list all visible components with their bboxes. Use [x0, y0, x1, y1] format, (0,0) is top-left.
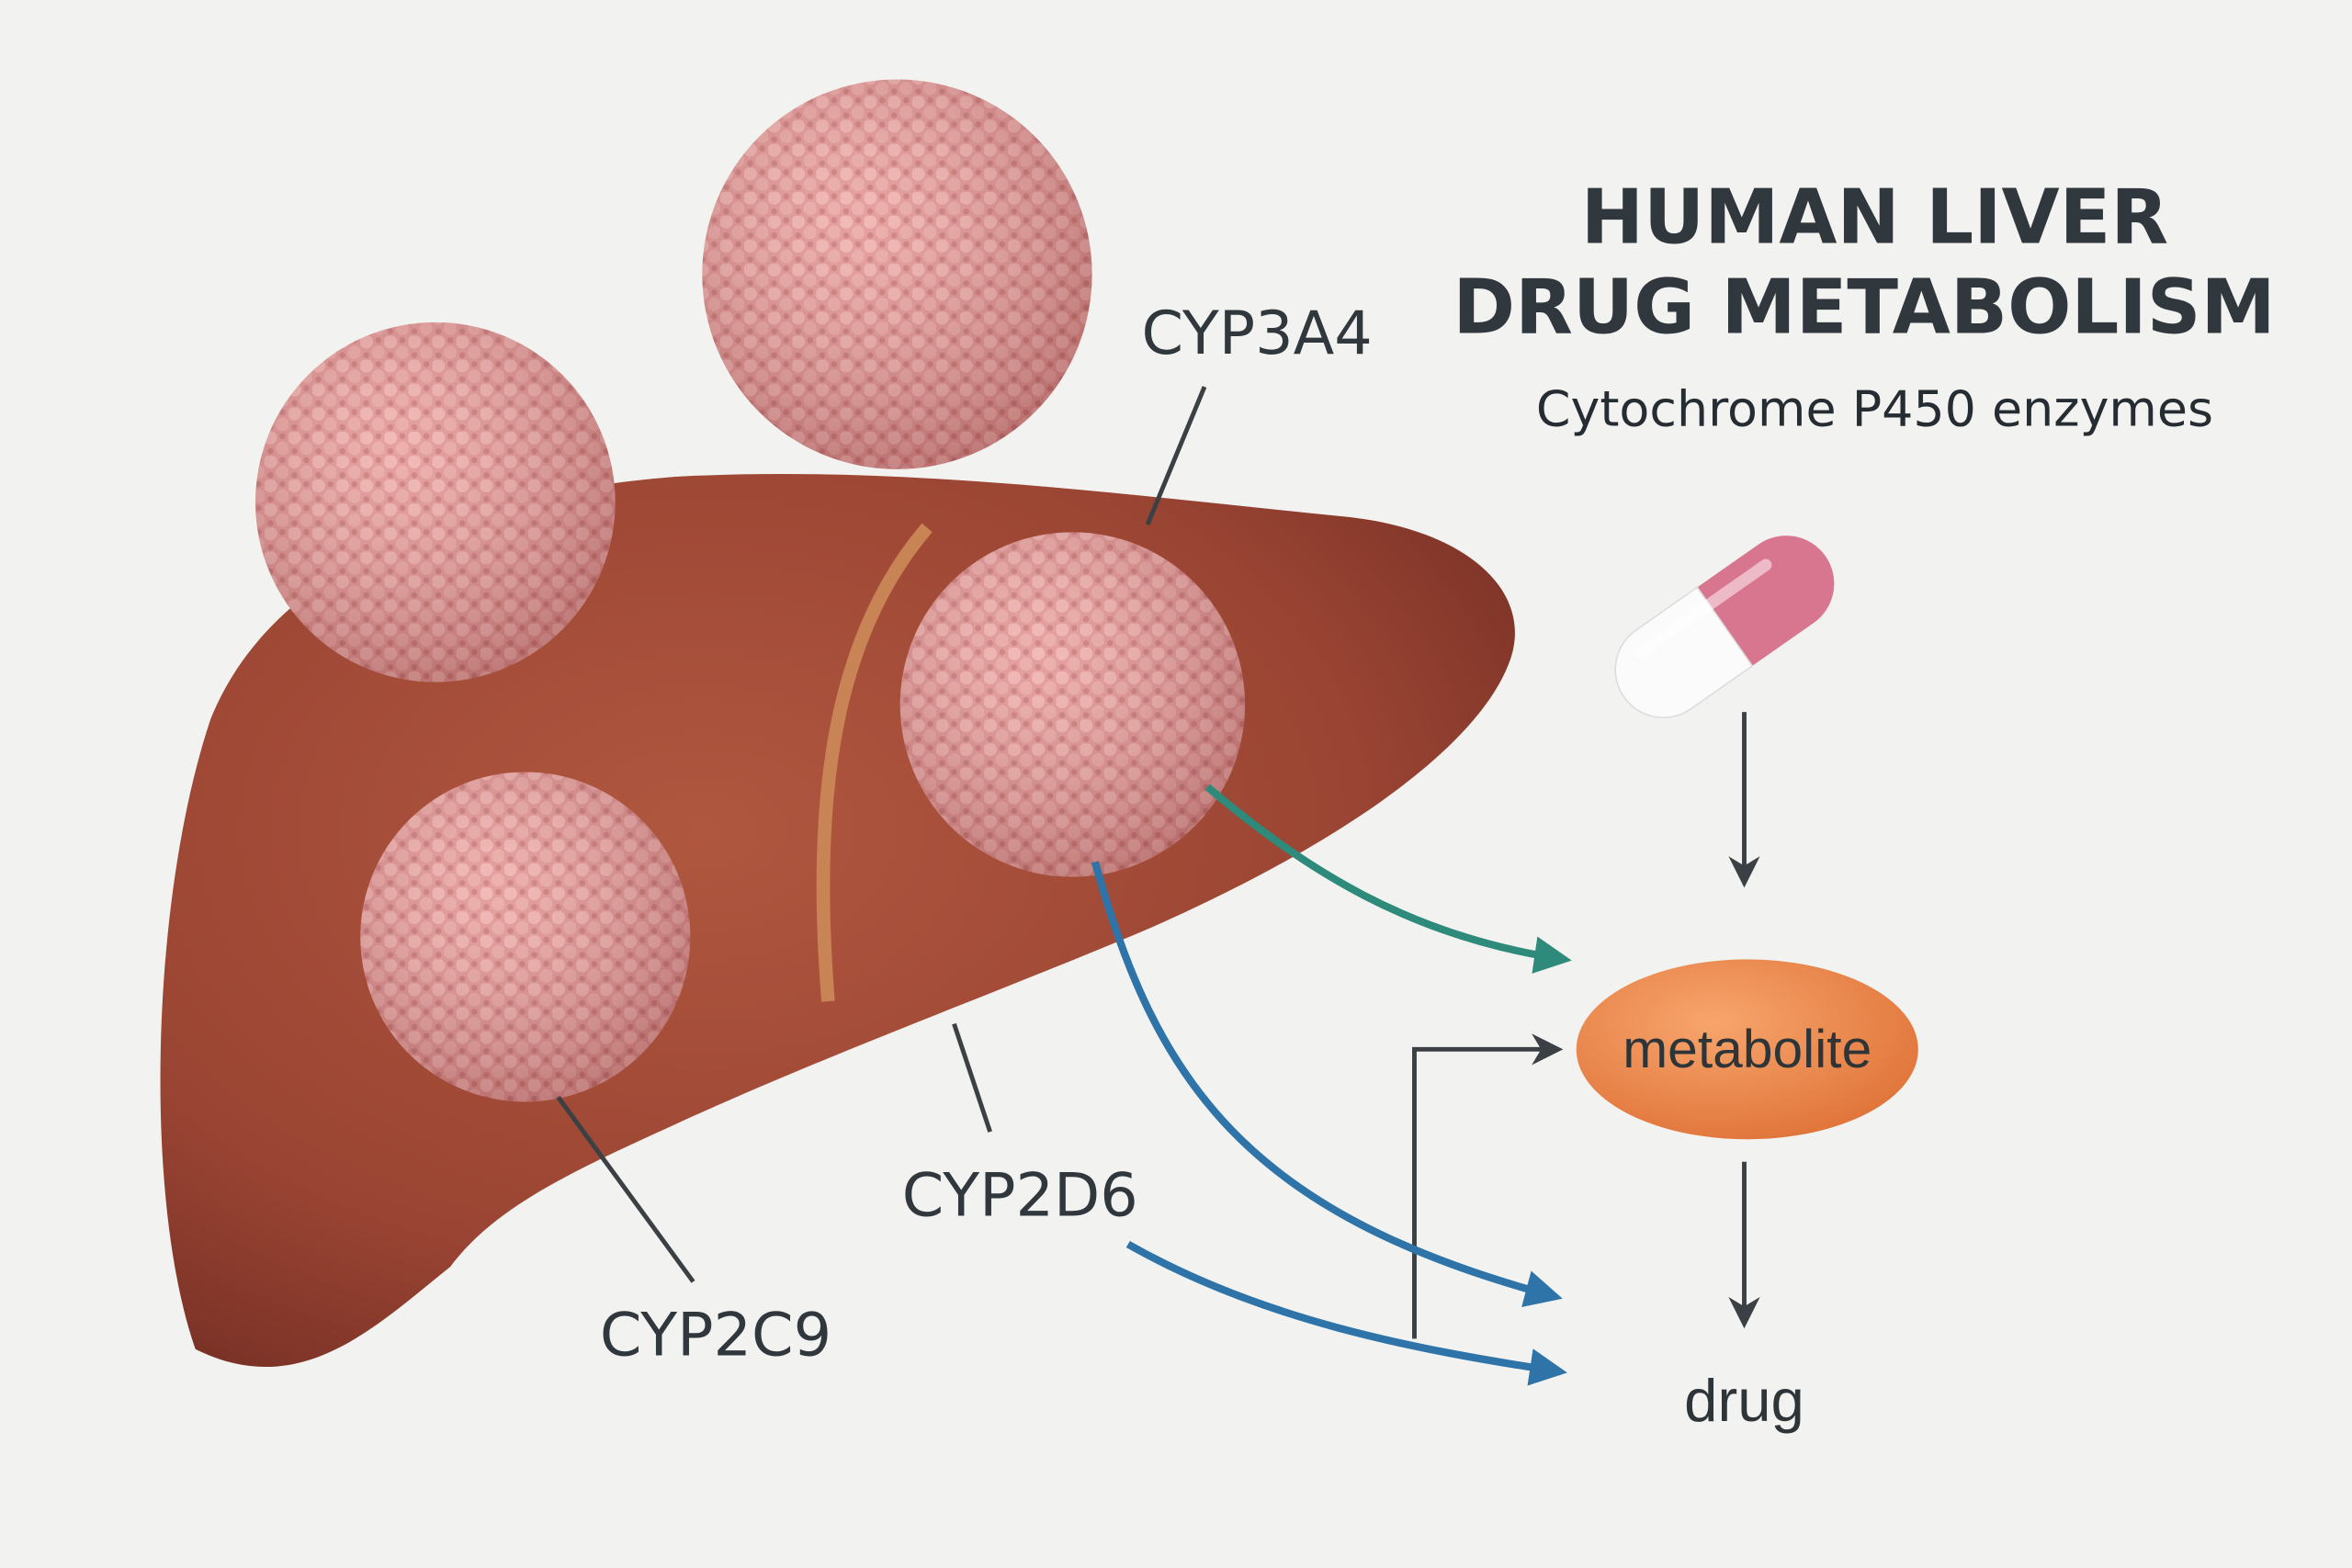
enzyme-blob-cyp3a4: [899, 532, 1246, 877]
green-arrow-cyp3a4: [1204, 784, 1572, 974]
enzyme-blob-cyp2c9: [360, 772, 691, 1102]
blue-arrow-cyp3a4: [1091, 861, 1563, 1307]
title-line-1: HUMAN LIVER: [1581, 174, 2169, 261]
drug-label: drug: [1684, 1367, 1804, 1434]
cyp2d6-leader-line: [952, 1022, 992, 1133]
elbow-arrow: [1412, 1033, 1564, 1339]
enzyme-blob-left: [254, 321, 616, 682]
cyp3a4-label: CYP3A4: [1141, 299, 1372, 368]
pill-capsule-icon: [1614, 536, 1835, 718]
enzyme-blob-top: [702, 79, 1092, 469]
metabolite-node: metabolite: [1576, 959, 1918, 1140]
subtitle: Cytochrome P450 enzymes: [1536, 379, 2213, 437]
cyp2d6-label: CYP2D6: [902, 1160, 1138, 1230]
blue-arrow-cyp2d6: [1125, 1240, 1567, 1386]
cyp3a4-leader-line: [1145, 386, 1207, 526]
title-line-2: DRUG METABOLISM: [1453, 264, 2275, 351]
metabolite-label: metabolite: [1623, 1020, 1871, 1079]
cyp2c9-label: CYP2C9: [600, 1300, 831, 1370]
cyp2c9-leader-line: [556, 1096, 695, 1283]
